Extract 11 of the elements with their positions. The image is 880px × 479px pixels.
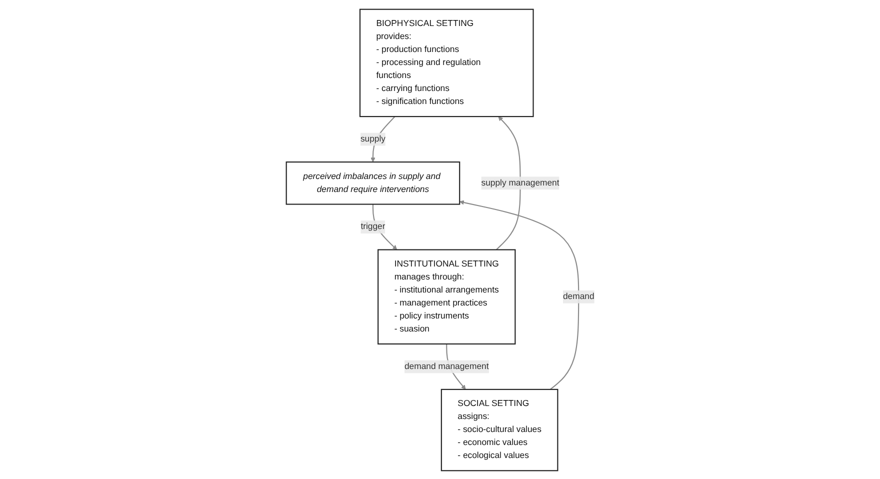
node-box: INSTITUTIONAL SETTING manages through: - institutional arrangements - management practices - policy instruments - suasion: [377, 248, 516, 344]
edge-label: supply: [360, 134, 386, 144]
arrow: [496, 116, 520, 250]
node-box: perceived imbalances in supply and demand require interventions: [285, 160, 460, 204]
node-box: BIOPHYSICAL SETTING provides: - production functions - processing and regulation functions - carrying functions - signification functions: [359, 8, 534, 117]
arrow: [459, 200, 579, 390]
edge-label: demand: [562, 291, 594, 301]
node-box: SOCIAL SETTING assigns: - socio-cultural values - economic values - ecological values: [440, 388, 558, 471]
edge-label: demand management: [404, 361, 488, 371]
edge-label: supply management: [480, 178, 559, 187]
edge-label: trigger: [360, 222, 385, 231]
